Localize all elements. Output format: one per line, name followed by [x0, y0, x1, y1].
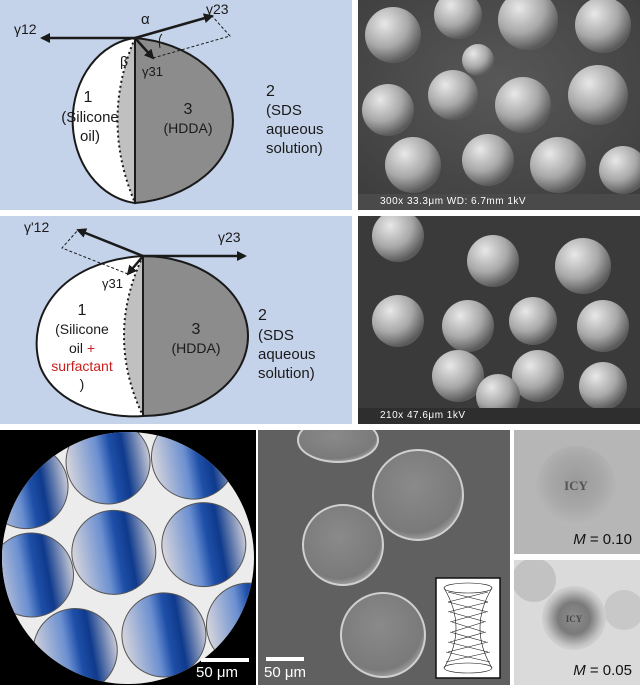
- lens1-magnification: M = 0.10: [573, 531, 632, 548]
- diagram-panel-middle: γ'12 γ23 γ31 1 (Silicone oil + surfactan…: [0, 216, 352, 424]
- lens1-magnified-text: ICY: [564, 478, 588, 493]
- sem-image-middle: 210x 47.6μm 1kV: [358, 216, 640, 424]
- lens2-magnification: M = 0.05: [573, 662, 632, 679]
- gamma23-label: γ23: [218, 229, 241, 245]
- phase1-text-close: ): [80, 376, 85, 392]
- silicone-oil-phase: [71, 36, 136, 205]
- gamma12-label: γ12: [14, 21, 37, 37]
- phase3-number: 3: [184, 101, 193, 118]
- lens2-svg: ICY: [514, 560, 640, 685]
- gamma12-prime-label: γ'12: [24, 219, 49, 235]
- sem-scale-bar: [266, 657, 304, 661]
- interface-crescent: [117, 38, 135, 203]
- alpha-label: α: [141, 11, 150, 28]
- phase2-number: 2: [266, 83, 275, 100]
- interface-crescent: [124, 256, 143, 416]
- lens2-m-symbol: M: [573, 662, 586, 679]
- sem-top-caption: 300x 33.3μm WD: 6.7mm 1kV: [380, 196, 527, 207]
- diagram-top-svg: γ12 α γ23 β γ31 1 (Silicone oil) 3 (HDDA…: [14, 1, 324, 205]
- phase2-number: 2: [258, 307, 267, 324]
- oil-word: oil: [69, 340, 83, 356]
- sem-particles: [362, 0, 640, 194]
- optical-scale-label: 50 μm: [196, 664, 238, 681]
- disc-particles: [297, 430, 464, 678]
- gamma23-arrow: [134, 13, 214, 40]
- lens-image-m010: ICY M = 0.10: [514, 430, 640, 554]
- sem-image-bottom: 50 μm: [258, 430, 510, 685]
- phase2-text-3: solution): [266, 140, 323, 157]
- plus-sign: +: [87, 340, 95, 356]
- lens1-svg: ICY: [514, 430, 640, 554]
- gamma12-prime-arrow: [76, 228, 144, 258]
- beta-label: β: [120, 53, 128, 69]
- phase3-number: 3: [192, 321, 201, 338]
- janus-particles: [2, 432, 254, 684]
- dashed-parallelogram: [61, 229, 129, 275]
- sem-image-top: 300x 33.3μm WD: 6.7mm 1kV: [358, 0, 640, 210]
- lens2-m-value: = 0.05: [585, 662, 632, 679]
- phase1-number: 1: [78, 302, 87, 319]
- surfactant-text: surfactant: [51, 358, 113, 374]
- phase1-number: 1: [84, 89, 93, 106]
- sem-particles: [372, 216, 629, 418]
- hourglass-mesh: [443, 582, 493, 674]
- sem-middle-svg: [358, 216, 640, 424]
- lens2-magnified-text: ICY: [566, 614, 583, 624]
- phase1-text-1: (Silicone: [61, 109, 119, 126]
- phase2-text-2: aqueous: [266, 121, 324, 138]
- gamma31-arrow: [134, 37, 155, 60]
- hdda-phase: [134, 36, 234, 205]
- silicone-oil-surfactant-phase: [35, 254, 144, 418]
- optical-scale-bar: [201, 658, 249, 662]
- optical-svg: [2, 432, 254, 684]
- phase1-text-1: (Silicone: [55, 321, 109, 337]
- gamma31-label: γ31: [102, 276, 123, 291]
- sem-top-svg: [358, 0, 640, 210]
- phase2-text-1: (SDS: [266, 102, 302, 119]
- phase2-text-2: aqueous: [258, 346, 316, 363]
- phase2-text-1: (SDS: [258, 327, 294, 344]
- hdda-phase: [142, 254, 249, 418]
- lens1-m-value: = 0.10: [585, 531, 632, 548]
- phase2-text-3: solution): [258, 365, 315, 382]
- phase3-text: (HDDA): [164, 120, 213, 136]
- sem-middle-caption: 210x 47.6μm 1kV: [380, 410, 466, 421]
- gamma31-label: γ31: [142, 64, 163, 79]
- gamma23-label: γ23: [206, 1, 229, 17]
- gamma31-arrow: [126, 255, 144, 276]
- sem-bottom-svg: [258, 430, 510, 685]
- diagram-middle-svg: γ'12 γ23 γ31 1 (Silicone oil + surfactan…: [24, 219, 316, 418]
- phase3-text: (HDDA): [172, 340, 221, 356]
- lens-image-m005: ICY M = 0.05: [514, 560, 640, 685]
- phase1-text-2: oil +: [69, 340, 95, 356]
- inset-model: [435, 577, 501, 679]
- diagram-panel-top: γ12 α γ23 β γ31 1 (Silicone oil) 3 (HDDA…: [0, 0, 352, 210]
- sem-bottom-scale-label: 50 μm: [264, 664, 306, 681]
- phase1-text-2: oil): [80, 128, 100, 145]
- dashed-parallelogram: [152, 15, 231, 59]
- optical-micrograph: 50 μm: [0, 430, 256, 685]
- dotted-interface: [116, 37, 136, 204]
- lens1-m-symbol: M: [573, 531, 586, 548]
